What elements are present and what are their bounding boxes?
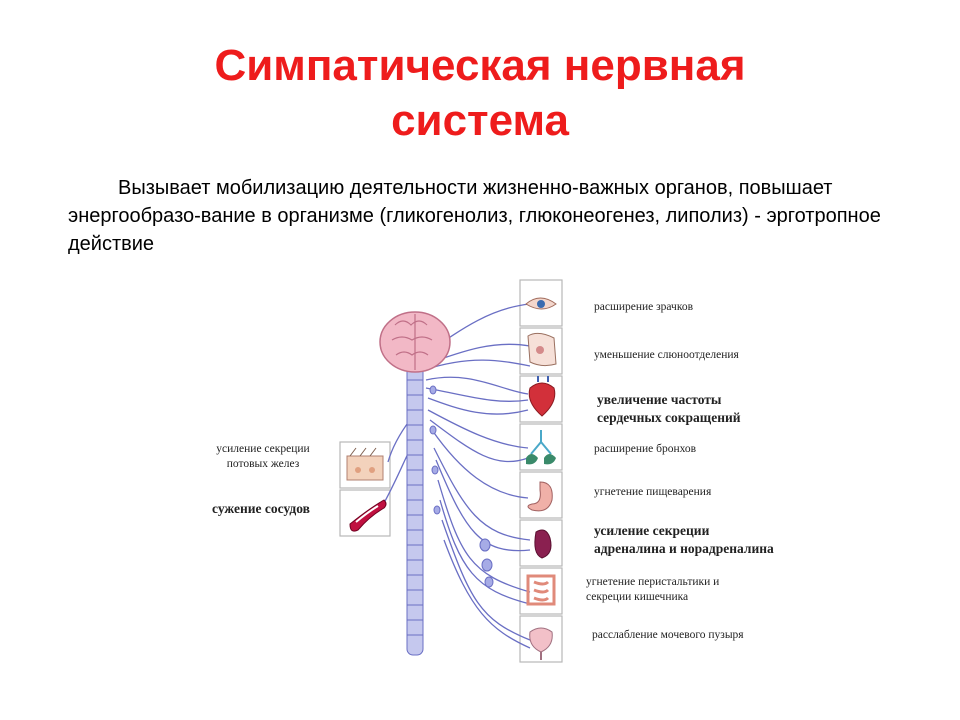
label-bronchi: расширение бронхов xyxy=(594,443,697,455)
label-vessels: сужение сосудов xyxy=(212,501,310,516)
label-saliva: уменьшение слюноотделения xyxy=(594,349,739,361)
slide-title: Симпатическая нервная система xyxy=(0,38,960,148)
stomach-icon xyxy=(527,481,553,512)
label-intestine-line-2: секреции кишечника xyxy=(586,591,689,603)
label-adrenal-line-1: усиление секреции xyxy=(594,523,710,538)
label-bladder: расслабление мочевого пузыря xyxy=(592,629,744,641)
label-intestine-line-1: угнетение перистальтики и xyxy=(586,576,720,588)
title-line-2: система xyxy=(391,96,569,145)
label-adrenal-line-2: адреналина и норадреналина xyxy=(594,541,774,556)
title-line-1: Симпатическая нервная xyxy=(214,41,746,90)
label-sweat-glands: усиление секреции потовых желез xyxy=(208,442,318,472)
intestine-icon xyxy=(526,574,556,606)
vertebrae-lines xyxy=(407,379,423,636)
heart-icon xyxy=(528,376,556,417)
brain-icon xyxy=(379,311,451,373)
label-sweat-line-2: потовых желез xyxy=(226,458,300,470)
mouth-icon xyxy=(527,332,557,367)
ganglia xyxy=(429,385,494,588)
blood-vessel-icon xyxy=(349,499,387,532)
label-pupils: расширение зрачков xyxy=(594,301,694,313)
label-digestion: угнетение пищеварения xyxy=(594,486,712,498)
spinal-cord xyxy=(406,364,424,656)
slide-body-text: Вызывает мобилизацию деятельности жизнен… xyxy=(68,174,928,258)
label-heart: увеличение частоты сердечных сокращений xyxy=(597,391,741,427)
bladder-icon xyxy=(529,627,553,660)
label-heart-line-1: увеличение частоты xyxy=(597,392,722,407)
label-sweat-line-1: усиление секреции xyxy=(216,443,310,455)
adrenal-icon xyxy=(534,529,552,559)
lungs-icon xyxy=(526,430,556,465)
label-heart-line-2: сердечных сокращений xyxy=(597,410,741,425)
diagram-svg xyxy=(339,279,563,663)
eye-icon xyxy=(525,297,557,310)
body-paragraph: Вызывает мобилизацию деятельности жизнен… xyxy=(68,177,881,255)
label-intestine: угнетение перистальтики и секреции кишеч… xyxy=(586,575,719,605)
skin-icon xyxy=(346,447,384,481)
label-adrenal: усиление секреции адреналина и норадрена… xyxy=(594,522,774,558)
sympathetic-diagram: усиление секреции потовых желез сужение … xyxy=(0,270,960,690)
